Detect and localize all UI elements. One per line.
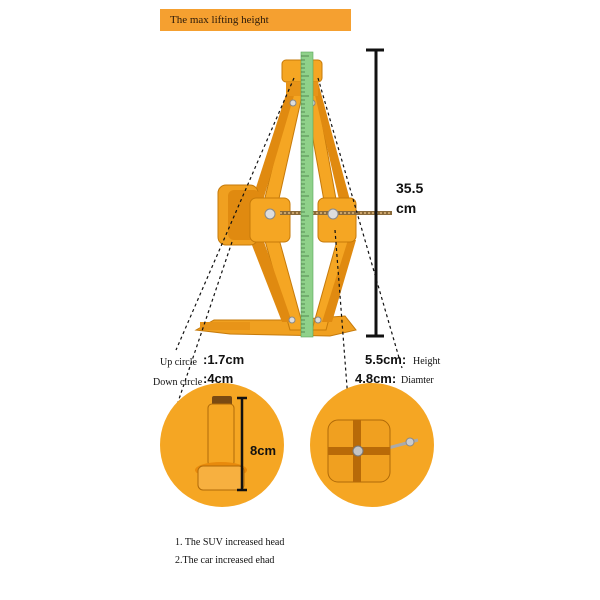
tape-measure xyxy=(300,51,314,338)
car-head-circle xyxy=(310,383,434,507)
height-35-value: 35.5 xyxy=(396,180,424,196)
note-suv-head: 1. The SUV increased head xyxy=(175,537,285,548)
suv-head-height: 8cm xyxy=(250,443,277,458)
down-circle-value: :4cm xyxy=(203,371,234,386)
up-circle-label: Up circle xyxy=(160,357,197,368)
head-height-label: Height xyxy=(413,356,441,367)
note-car-head: 2.The car increased ehad xyxy=(175,555,275,566)
down-circle-label: Down circle xyxy=(153,377,203,388)
suv-head-circle xyxy=(160,383,284,507)
pointer-lines xyxy=(175,77,403,409)
banner-title: The max lifting height xyxy=(170,14,269,26)
diameter-label: Diamter xyxy=(401,375,434,386)
scissor-jack-image xyxy=(194,59,392,337)
max-height-banner: The max lifting height xyxy=(160,9,351,31)
head-height-value: 5.5cm: xyxy=(365,352,407,367)
up-circle-value: :1.7cm xyxy=(203,352,245,367)
height-bracket xyxy=(366,48,384,338)
height-35-unit: cm xyxy=(396,200,417,216)
diameter-value: 4.8cm: xyxy=(355,371,397,386)
